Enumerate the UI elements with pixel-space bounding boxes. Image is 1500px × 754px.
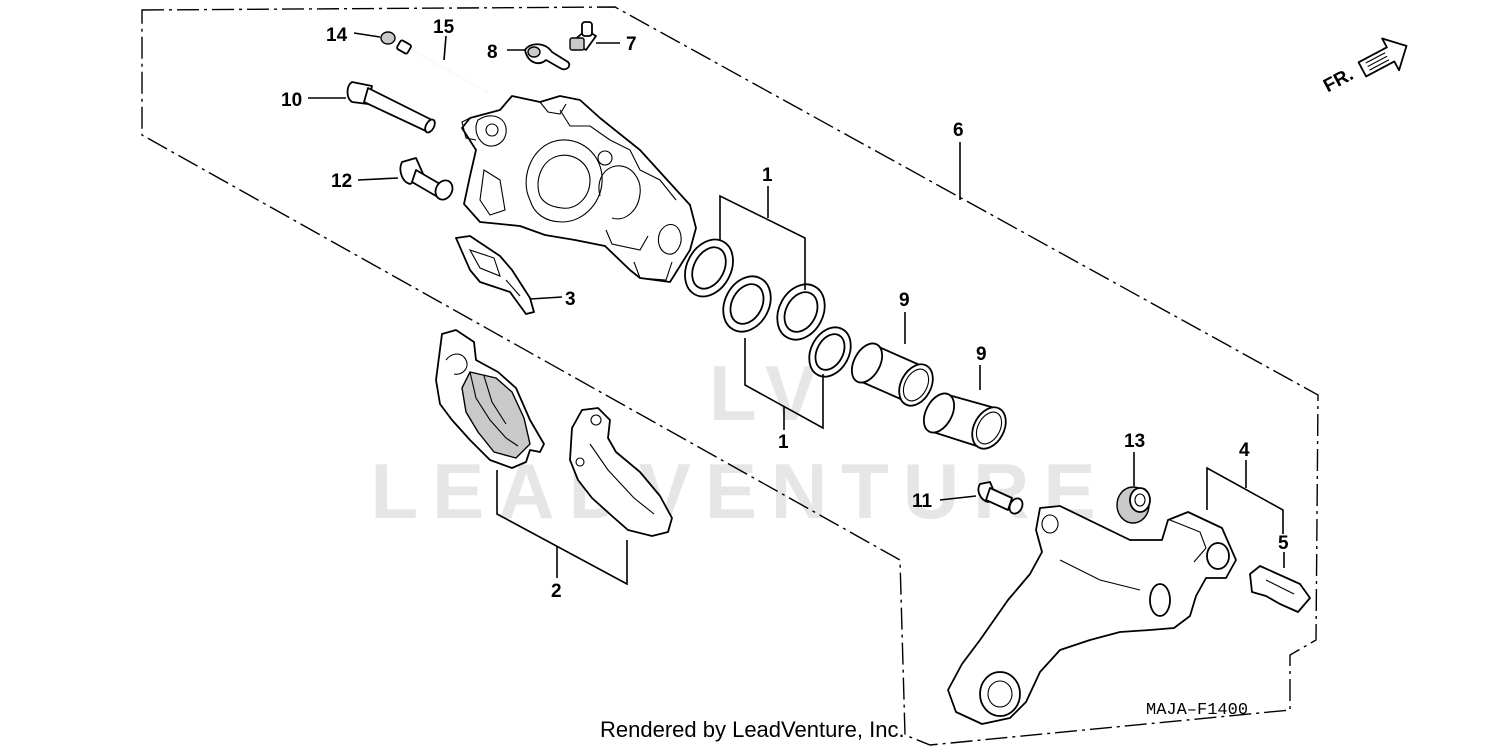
part-3-pad-spring[interactable] [455,235,535,315]
callout-6[interactable]: 6 [953,120,964,141]
callout-8[interactable]: 8 [487,42,498,63]
callout-13[interactable]: 13 [1124,431,1145,452]
front-arrow-icon [1357,37,1408,78]
callout-10[interactable]: 10 [281,90,302,111]
part-1-seal-set[interactable] [675,231,858,384]
callout-3[interactable]: 3 [565,289,576,310]
part-15-pad-pin[interactable] [396,39,488,93]
part-4-caliper-bracket[interactable] [947,505,1237,725]
part-2-pad-set[interactable] [435,329,673,537]
part-9-piston-b[interactable] [918,388,1013,454]
callout-15[interactable]: 15 [433,17,455,38]
part-11-bolt[interactable] [977,481,1025,516]
part-12-pin-bolt[interactable] [399,157,455,203]
watermark-text: LEADVENTURE [370,447,1109,535]
callout-1-lower[interactable]: 1 [778,432,789,453]
callout-4[interactable]: 4 [1239,440,1250,461]
assembly-boundary [141,6,1319,746]
callout-12[interactable]: 12 [331,171,352,192]
part-14-plug[interactable] [380,31,396,45]
part-5-retainer[interactable] [1249,565,1311,613]
watermark: LV LEADVENTURE [370,349,1109,535]
part-8-bleeder-cap[interactable] [524,43,571,71]
caliper-body[interactable] [461,95,697,283]
watermark-logo: LV [709,349,831,437]
callout-9-b[interactable]: 9 [976,344,987,365]
callout-11[interactable]: 11 [912,491,933,512]
callout-9-a[interactable]: 9 [899,290,910,311]
callout-7[interactable]: 7 [626,34,637,55]
callout-1-upper[interactable]: 1 [762,165,773,186]
figure-code: MAJA–F1400 [1146,701,1248,720]
front-orientation-indicator: FR. [1320,37,1408,97]
callouts: 14 15 8 7 10 12 3 6 1 1 9 9 2 11 13 4 5 [281,17,1289,602]
footer-credit: Rendered by LeadVenture, Inc. [600,717,905,742]
callout-14[interactable]: 14 [326,25,348,46]
leader-lines [308,32,1285,586]
part-10-pin-bolt[interactable] [346,81,437,134]
callout-2[interactable]: 2 [551,581,562,602]
part-9-piston-a[interactable] [846,338,940,411]
part-7-bleeder-valve[interactable] [569,21,597,51]
part-13-collar[interactable] [1116,486,1151,524]
front-label: FR. [1320,64,1357,97]
callout-5[interactable]: 5 [1278,533,1289,554]
